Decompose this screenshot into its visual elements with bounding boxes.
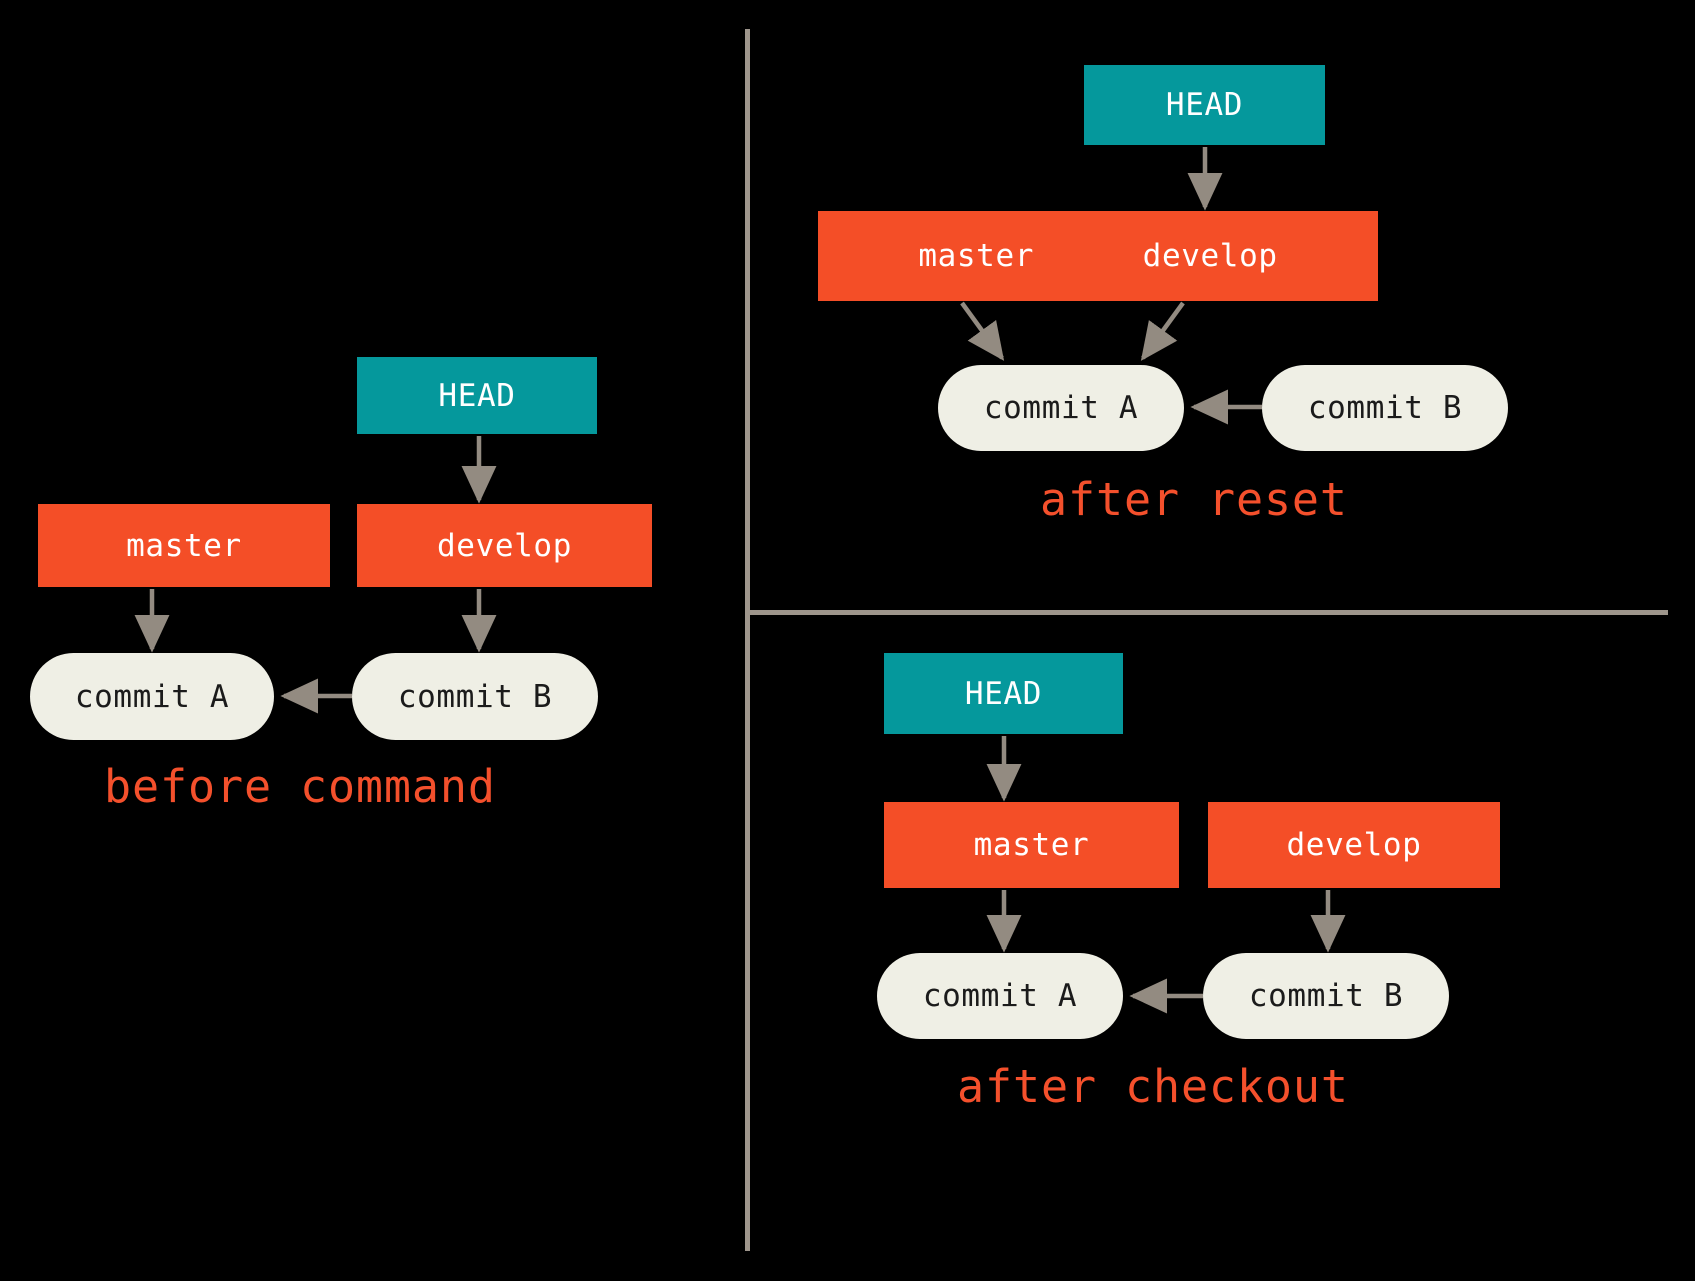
- arrow-reset-develop-to-commit-a: [1140, 301, 1185, 361]
- checkout-master-label: master: [973, 827, 1090, 863]
- reset-commit-a-label: commit A: [983, 390, 1139, 426]
- reset-branches-box[interactable]: master develop: [818, 211, 1378, 301]
- before-master-label: master: [126, 527, 242, 564]
- before-command-caption: before command: [104, 760, 496, 813]
- checkout-head-box[interactable]: HEAD: [884, 653, 1123, 734]
- before-commit-a-node[interactable]: commit A: [30, 653, 274, 740]
- checkout-develop-box[interactable]: develop: [1208, 802, 1500, 888]
- before-commit-a-label: commit A: [74, 678, 230, 715]
- after-reset-caption: after reset: [1040, 473, 1348, 526]
- after-checkout-caption: after checkout: [957, 1060, 1349, 1113]
- checkout-commit-b-node[interactable]: commit B: [1203, 953, 1449, 1039]
- before-commit-b-node[interactable]: commit B: [352, 653, 598, 740]
- checkout-commit-b-label: commit B: [1248, 978, 1404, 1014]
- checkout-develop-label: develop: [1286, 827, 1422, 863]
- reset-head-label: HEAD: [1165, 87, 1244, 123]
- before-commit-b-label: commit B: [397, 678, 553, 715]
- before-develop-box[interactable]: develop: [357, 504, 652, 587]
- horizontal-divider: [748, 610, 1668, 615]
- arrow-reset-master-to-commit-a: [960, 301, 1005, 361]
- reset-commit-a-node[interactable]: commit A: [938, 365, 1184, 451]
- vertical-divider: [745, 29, 750, 1251]
- checkout-master-box[interactable]: master: [884, 802, 1179, 888]
- before-head-box[interactable]: HEAD: [357, 357, 597, 434]
- checkout-head-label: HEAD: [964, 675, 1043, 712]
- checkout-commit-a-label: commit A: [922, 978, 1078, 1014]
- reset-head-box[interactable]: HEAD: [1084, 65, 1325, 145]
- reset-develop-label: develop: [1142, 238, 1278, 274]
- before-head-label: HEAD: [438, 377, 516, 414]
- checkout-commit-a-node[interactable]: commit A: [877, 953, 1123, 1039]
- reset-master-label: master: [918, 238, 1035, 274]
- reset-commit-b-label: commit B: [1307, 390, 1463, 426]
- reset-commit-b-node[interactable]: commit B: [1262, 365, 1508, 451]
- before-develop-label: develop: [437, 527, 572, 564]
- before-master-box[interactable]: master: [38, 504, 330, 587]
